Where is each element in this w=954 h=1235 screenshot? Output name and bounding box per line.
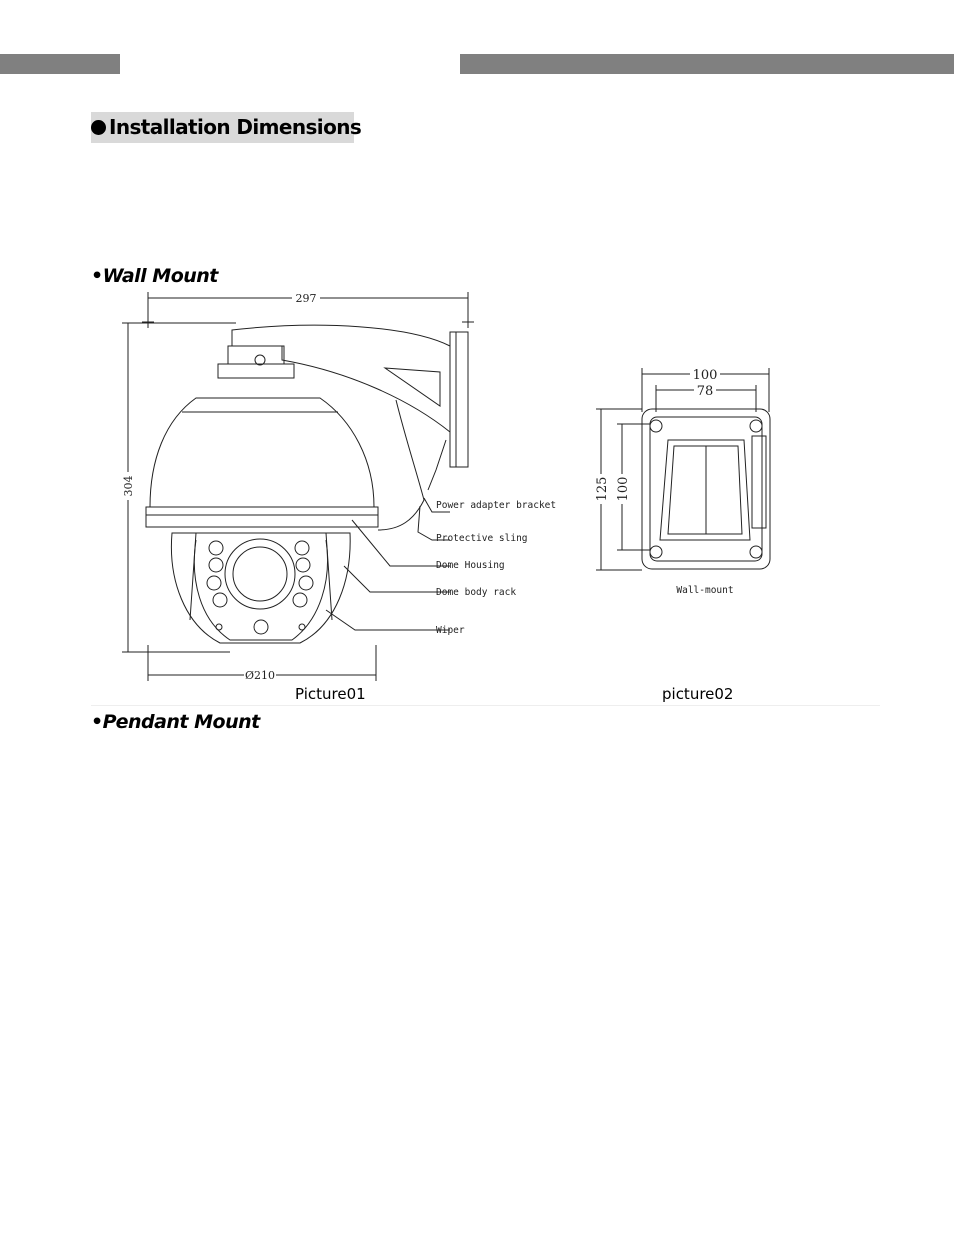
- camera-dimension-text: 297 304 Ø210 Power adapter bracket Prote…: [121, 291, 556, 682]
- wall-mount-title: Wall Mount: [102, 265, 219, 287]
- dim-plate-inner-height-100: 100: [616, 477, 631, 502]
- caption-picture01: Picture01: [295, 685, 366, 703]
- section-title: Installation Dimensions: [109, 115, 362, 139]
- pendant-mount-title: Pendant Mount: [102, 711, 261, 733]
- label-wall-mount: Wall-mount: [676, 585, 733, 596]
- heading-highlight: [91, 112, 354, 143]
- section-heading: Installation Dimensions: [91, 112, 362, 143]
- label-dome-housing: Dome Housing: [436, 560, 505, 571]
- label-dome-body-rack: Dome body rack: [436, 587, 516, 598]
- wall-mount-heading: •Wall Mount: [91, 265, 218, 287]
- header-bar-left: [0, 54, 120, 74]
- dim-plate-height-125: 125: [595, 477, 610, 502]
- wall-mount-dimension-text: 100 78 125 100 Wall-mount: [594, 367, 734, 596]
- label-wiper: Wiper: [436, 625, 465, 636]
- camera-drawing: [122, 292, 474, 681]
- dim-diameter-210: Ø210: [245, 669, 275, 682]
- bullet-icon: [91, 120, 106, 135]
- separator-line: [91, 705, 880, 706]
- header-bar-right: [460, 54, 954, 74]
- dim-width-297: 297: [296, 292, 317, 305]
- dim-height-304: 304: [122, 476, 135, 497]
- dim-plate-inner-width-78: 78: [697, 384, 714, 399]
- pendant-mount-heading: •Pendant Mount: [91, 711, 260, 733]
- label-protective-sling: Protective sling: [436, 533, 528, 544]
- caption-picture02: picture02: [662, 685, 734, 703]
- label-power-adapter-bracket: Power adapter bracket: [436, 500, 556, 511]
- wall-mount-drawing: [596, 368, 771, 571]
- dim-plate-width-100: 100: [693, 368, 718, 383]
